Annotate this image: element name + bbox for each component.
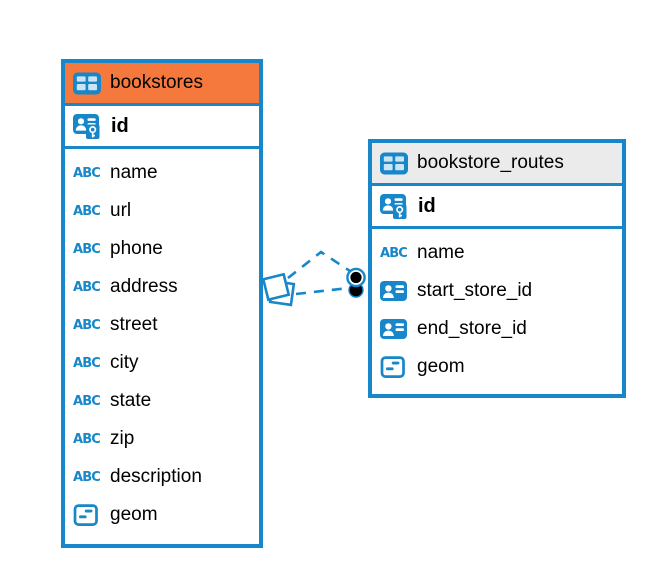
column-label: geom — [110, 504, 158, 525]
column-label: start_store_id — [417, 280, 533, 301]
text-abc-icon: ABC — [379, 245, 408, 261]
column-label: phone — [110, 238, 163, 259]
column-row-phone[interactable]: ABC phone — [65, 230, 259, 268]
column-row-start_store_id[interactable]: start_store_id — [372, 272, 622, 310]
column-row-street[interactable]: ABC street — [65, 306, 259, 344]
primary-key-icon — [72, 112, 103, 140]
text-abc-icon: ABC — [72, 317, 101, 333]
column-label: street — [110, 314, 158, 335]
primary-key-row[interactable]: id — [372, 186, 622, 229]
table-header-bookstores[interactable]: bookstores — [65, 63, 259, 106]
relationship-line-start-store-id[interactable] — [287, 250, 354, 280]
column-row-geom[interactable]: geom — [65, 496, 259, 534]
column-label: url — [110, 200, 132, 221]
text-abc-icon: ABC — [72, 279, 101, 295]
column-label: address — [110, 276, 178, 297]
column-row-city[interactable]: ABC city — [65, 344, 259, 382]
geometry-icon — [72, 503, 101, 527]
relationship-source-diamond-marker[interactable] — [261, 272, 296, 307]
column-row-description[interactable]: ABC description — [65, 458, 259, 496]
table-title: bookstores — [110, 72, 203, 93]
column-row-geom[interactable]: geom — [372, 348, 622, 386]
column-label: end_store_id — [417, 318, 527, 339]
column-row-zip[interactable]: ABC zip — [65, 420, 259, 458]
text-abc-icon: ABC — [72, 431, 101, 447]
column-label: name — [110, 162, 158, 183]
text-abc-icon: ABC — [72, 241, 101, 257]
text-abc-icon: ABC — [72, 469, 101, 485]
person-card-icon — [379, 317, 408, 341]
primary-key-label: id — [418, 194, 436, 217]
column-label: zip — [110, 428, 135, 449]
column-label: geom — [417, 356, 465, 377]
column-row-address[interactable]: ABC address — [65, 268, 259, 306]
column-row-state[interactable]: ABC state — [65, 382, 259, 420]
entity-table-bookstore-routes[interactable]: bookstore_routes id ABC name start_store_i… — [368, 139, 626, 398]
table-header-bookstore-routes[interactable]: bookstore_routes — [372, 143, 622, 186]
table-title: bookstore_routes — [417, 152, 564, 173]
primary-key-row[interactable]: id — [65, 106, 259, 149]
table-grid-icon — [379, 151, 409, 176]
text-abc-icon: ABC — [72, 203, 101, 219]
column-label: city — [110, 352, 139, 373]
column-row-name[interactable]: ABC name — [65, 154, 259, 192]
person-card-icon — [379, 279, 408, 303]
text-abc-icon: ABC — [72, 393, 101, 409]
column-row-url[interactable]: ABC url — [65, 192, 259, 230]
primary-key-label: id — [111, 114, 129, 137]
text-abc-icon: ABC — [72, 165, 101, 181]
relationship-target-dot-marker[interactable] — [346, 267, 366, 298]
column-label: name — [417, 242, 465, 263]
geometry-icon — [379, 355, 408, 379]
relationship-line-end-store-id[interactable] — [295, 286, 350, 296]
column-row-name[interactable]: ABC name — [372, 234, 622, 272]
column-row-end_store_id[interactable]: end_store_id — [372, 310, 622, 348]
text-abc-icon: ABC — [72, 355, 101, 371]
table-grid-icon — [72, 71, 102, 96]
primary-key-icon — [379, 192, 410, 220]
column-label: description — [110, 466, 202, 487]
column-label: state — [110, 390, 152, 411]
